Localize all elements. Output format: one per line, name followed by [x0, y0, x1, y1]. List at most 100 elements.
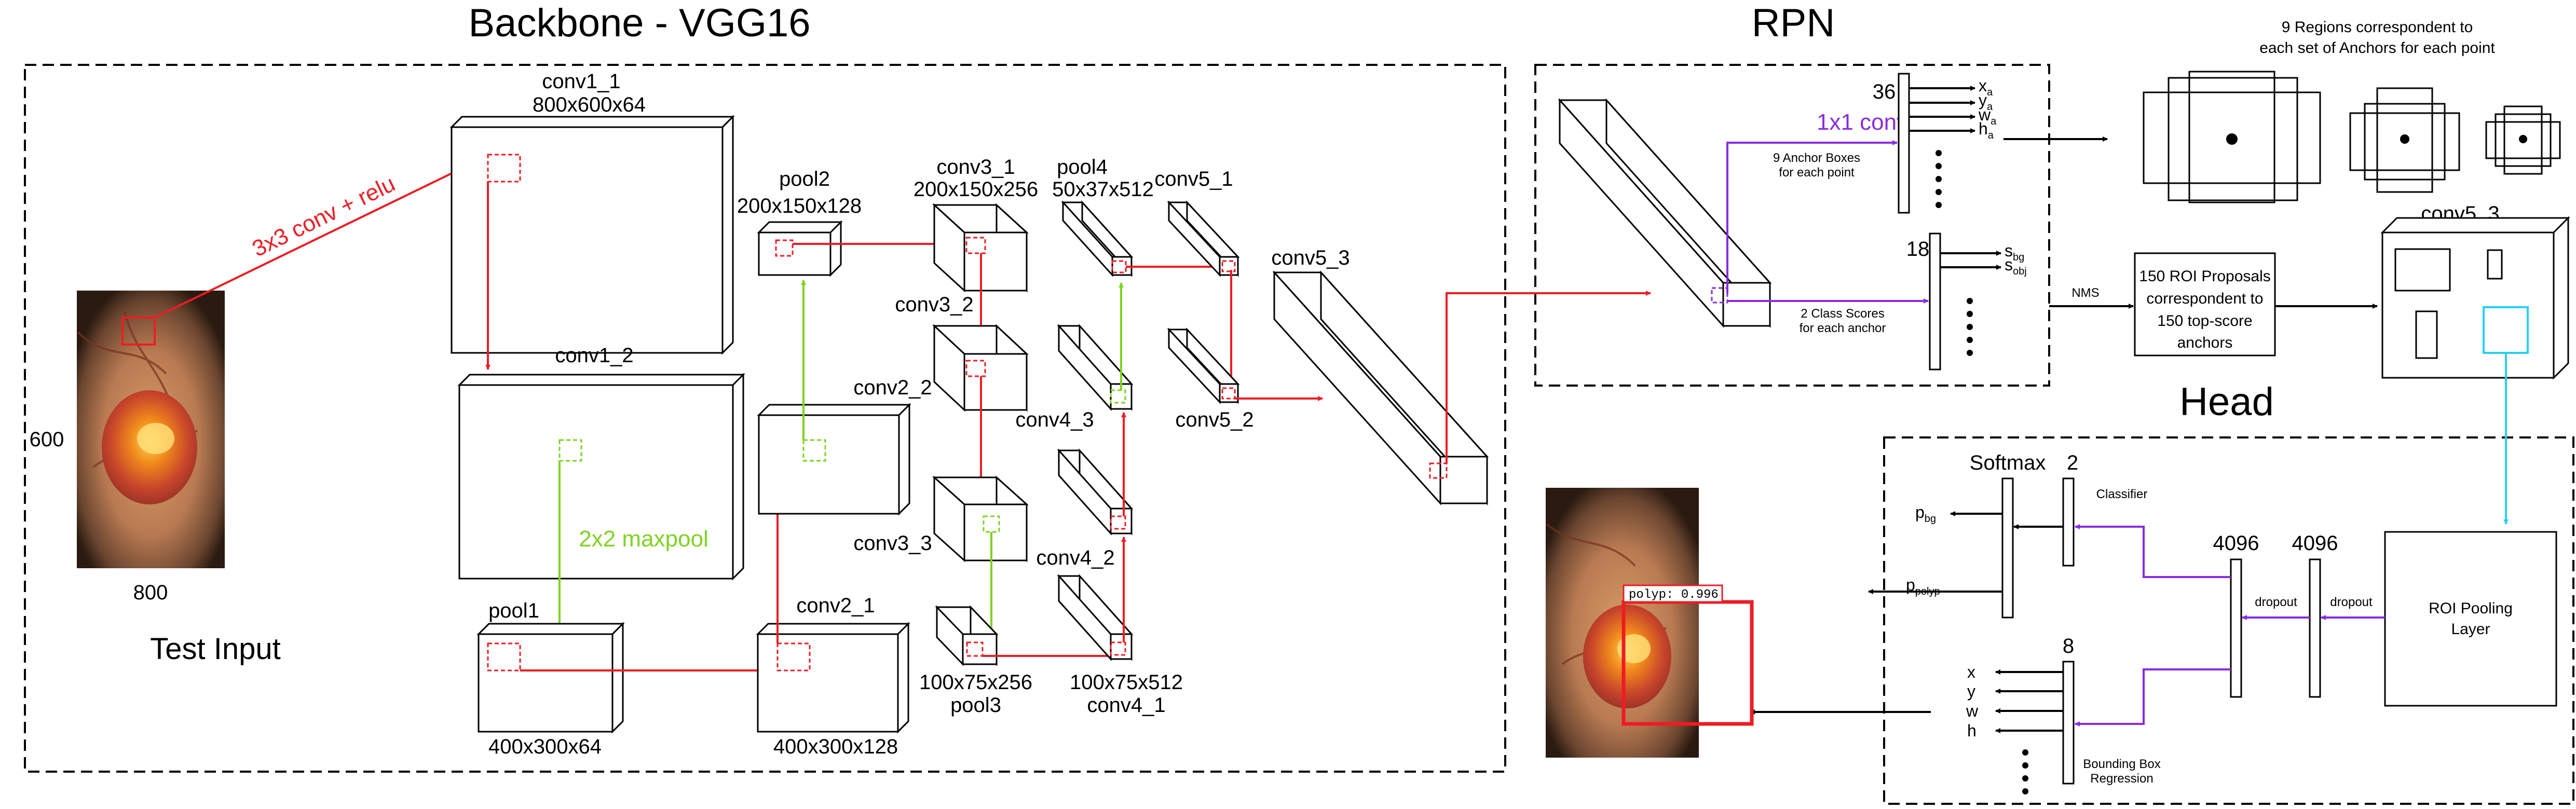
conv5-3-field — [1429, 462, 1448, 479]
pool2-field — [775, 239, 794, 257]
softmax-label: Softmax — [1970, 451, 2046, 474]
backbone-title: Backbone - VGG16 — [468, 1, 810, 45]
rpn-feature-block — [1558, 98, 1772, 328]
conv4-1-block — [1057, 574, 1134, 661]
conv2-1-block — [756, 622, 910, 734]
conv2-1-dim: 400x300x128 — [773, 735, 898, 758]
proposals-line-3: 150 top-score — [2157, 312, 2252, 330]
fc1-bar — [2230, 558, 2242, 698]
regressor-bar — [2062, 661, 2075, 785]
test-input-image — [77, 291, 225, 568]
conv4-2-field — [1110, 515, 1126, 530]
pool2-label: pool2 — [779, 168, 830, 190]
conv1-2-label: conv1_2 — [555, 344, 633, 367]
conv1-2-field — [558, 439, 582, 462]
conv-relu-arrow — [154, 157, 483, 319]
bbox-label-2: Regression — [2090, 772, 2153, 786]
conv2-1-label: conv2_1 — [796, 594, 875, 617]
input-height-label: 600 — [30, 428, 64, 451]
pool3-label: pool3 — [950, 694, 1001, 717]
conv5-3-label: conv5_3 — [1271, 246, 1350, 269]
conv5-1-label: conv5_1 — [1154, 168, 1233, 190]
anchor-out-y: ya — [1979, 91, 1993, 113]
conv4-3-label: conv4_3 — [1015, 408, 1094, 431]
anchor-set-small — [2485, 105, 2561, 175]
conv5-3-block — [1272, 270, 1489, 505]
dropout-2-label: dropout — [2330, 595, 2373, 609]
roi-proposals-box — [2134, 252, 2276, 356]
cls-count: 2 — [2067, 451, 2078, 474]
pool1-field — [487, 642, 521, 671]
head-title: Head — [2179, 380, 2274, 424]
conv3-1-field — [965, 237, 986, 254]
arrow-fc1-to-regressor — [2075, 668, 2231, 726]
score-note-1: 2 Class Scores — [1801, 307, 1884, 321]
conv4-3-field — [1110, 389, 1126, 404]
classifier-bar — [2062, 477, 2075, 567]
reg-ellipsis — [2022, 749, 2028, 794]
conv3-1-block — [932, 203, 1029, 293]
pool2-block — [757, 220, 843, 277]
conv5-2-block — [1167, 327, 1240, 404]
regions-note-1: 9 Regions correspondent to — [2282, 19, 2473, 36]
reg-count: 8 — [2063, 635, 2074, 657]
classifier-label: Classifier — [2096, 487, 2148, 501]
conv1-1-dim: 800x600x64 — [533, 93, 646, 116]
score-out-obj: sobj — [2005, 255, 2027, 277]
conv5-1-block — [1167, 200, 1240, 277]
pool1-dim: 400x300x64 — [488, 735, 602, 758]
pool4-dim: 50x37x512 — [1052, 178, 1154, 201]
conv3-2-label: conv3_2 — [895, 293, 973, 316]
pool1-label: pool1 — [488, 599, 539, 622]
fc1-label: 4096 — [2213, 532, 2259, 555]
reg-out-w: w — [1966, 702, 1979, 720]
pool3-field — [966, 641, 984, 657]
regions-note-2: each set of Anchors for each point — [2259, 39, 2495, 57]
rpn-title: RPN — [1752, 1, 1835, 45]
roi-pooling-layer — [2384, 531, 2557, 707]
conv3-2-field — [965, 360, 986, 377]
p-polyp-label: ppolyp — [1906, 575, 1940, 597]
conv3-3-block — [932, 475, 1029, 563]
conv5-2-field — [1221, 387, 1236, 400]
arrow-rpn-to-anchors — [1726, 140, 1898, 293]
conv3-3-label: conv3_3 — [853, 532, 932, 555]
conv2-2-label: conv2_2 — [853, 376, 932, 399]
pool3-dim: 100x75x256 — [919, 671, 1032, 694]
conv5-2-label: conv5_2 — [1175, 408, 1253, 431]
detection-label-bg — [1623, 584, 1723, 603]
anchor-output-arrows — [1909, 86, 1975, 133]
conv2-2-block — [757, 403, 911, 516]
pool4-label: pool4 — [1057, 156, 1108, 179]
reg-out-y: y — [1967, 682, 1975, 701]
head-frame — [1883, 436, 2574, 805]
detection-label: polyp: 0.996 — [1629, 588, 1719, 602]
rpn-frame — [1534, 64, 2050, 387]
rpn-1x1-conv-label: 1x1 conv — [1817, 109, 1908, 135]
conv4-2-label: conv4_2 — [1036, 546, 1114, 569]
score-output-bar — [1929, 232, 1941, 371]
fc2-bar — [2309, 558, 2321, 698]
reg-out-x: x — [1967, 663, 1975, 681]
conv-relu-label: 3x3 conv + relu — [248, 171, 399, 262]
conv3-3-field — [983, 515, 1000, 533]
anchor-ellipsis — [1936, 150, 1942, 208]
arrow-fc1-to-classifier — [2075, 524, 2231, 578]
conv4-1-dim: 100x75x512 — [1070, 671, 1183, 694]
pool1-block — [476, 622, 625, 734]
maxpool-label: 2x2 maxpool — [579, 526, 708, 552]
conv3-2-block — [932, 324, 1029, 412]
anchor-out-x: xa — [1979, 76, 1993, 98]
proposals-line-2: correspondent to — [2146, 290, 2263, 307]
conv4-2-block — [1057, 448, 1134, 536]
conv3-1-dim: 200x150x256 — [914, 178, 1038, 201]
p-bg-label: pbg — [1915, 503, 1936, 525]
conv3-1-label: conv3_1 — [936, 156, 1015, 179]
score-note-2: for each anchor — [1800, 321, 1886, 335]
pool2-dim: 200x150x128 — [737, 195, 862, 217]
conv4-1-label: conv4_1 — [1087, 694, 1165, 717]
conv1-1-label: conv1_1 — [542, 70, 620, 93]
nms-label: NMS — [2071, 286, 2099, 300]
conv1-1-field — [487, 154, 521, 183]
